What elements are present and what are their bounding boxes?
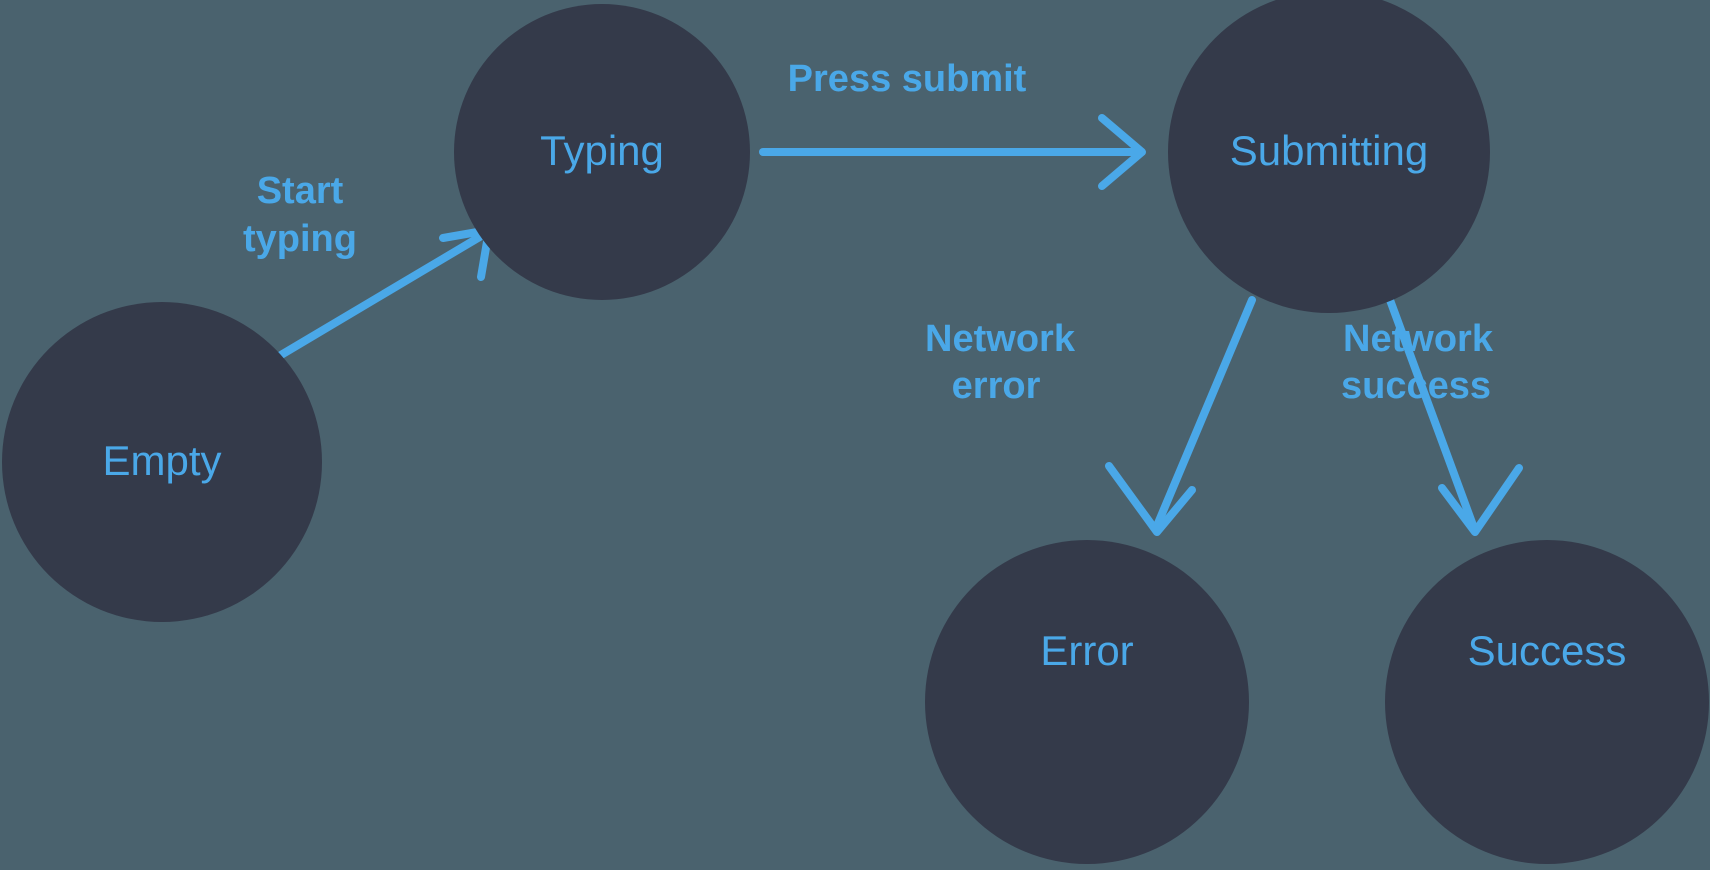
transition-label-line-1: Network [1343,318,1494,360]
state-label-typing: Typing [540,127,664,174]
state-circle-success[interactable] [1385,540,1709,864]
transition-label-line-1: Network [925,318,1076,360]
transition-label-line-2: typing [243,218,357,260]
state-label-success: Success [1468,627,1627,674]
arrowhead-typing-to-submitting [1098,114,1146,190]
state-node-submitting[interactable]: Submitting [1168,0,1490,313]
arrowhead-submitting-to-success [1438,464,1523,536]
transition-label-line-1: Press submit [788,58,1027,100]
arrowhead-submitting-to-error [1105,462,1196,536]
transition-label-empty-to-typing: Start typing [243,170,357,260]
state-label-submitting: Submitting [1230,127,1428,174]
transition-submitting-to-error [1105,296,1256,536]
state-circle-empty[interactable] [2,302,322,622]
transition-label-submitting-to-error: Network error [925,318,1076,407]
state-node-error[interactable]: Error [925,540,1249,864]
transition-label-line-1: Start [257,170,344,212]
transition-label-submitting-to-success: Network success [1341,318,1494,407]
transition-line-submitting-to-error [1152,296,1256,532]
state-node-typing[interactable]: Typing [454,4,750,300]
state-node-empty[interactable]: Empty [2,302,322,622]
state-circle-error[interactable] [925,540,1249,864]
state-circle-typing[interactable] [454,4,750,300]
transition-line-empty-to-typing [277,228,492,359]
transition-line-submitting-to-success [1386,296,1478,532]
state-node-success[interactable]: Success [1385,540,1709,864]
transition-label-typing-to-submitting: Press submit [788,58,1027,100]
transition-label-line-2: success [1341,365,1491,407]
state-circle-submitting[interactable] [1168,0,1490,313]
transition-submitting-to-success [1386,296,1523,536]
transition-label-line-2: error [952,365,1041,407]
state-label-empty: Empty [102,437,221,484]
transition-typing-to-submitting [759,114,1146,190]
state-label-error: Error [1040,627,1133,674]
